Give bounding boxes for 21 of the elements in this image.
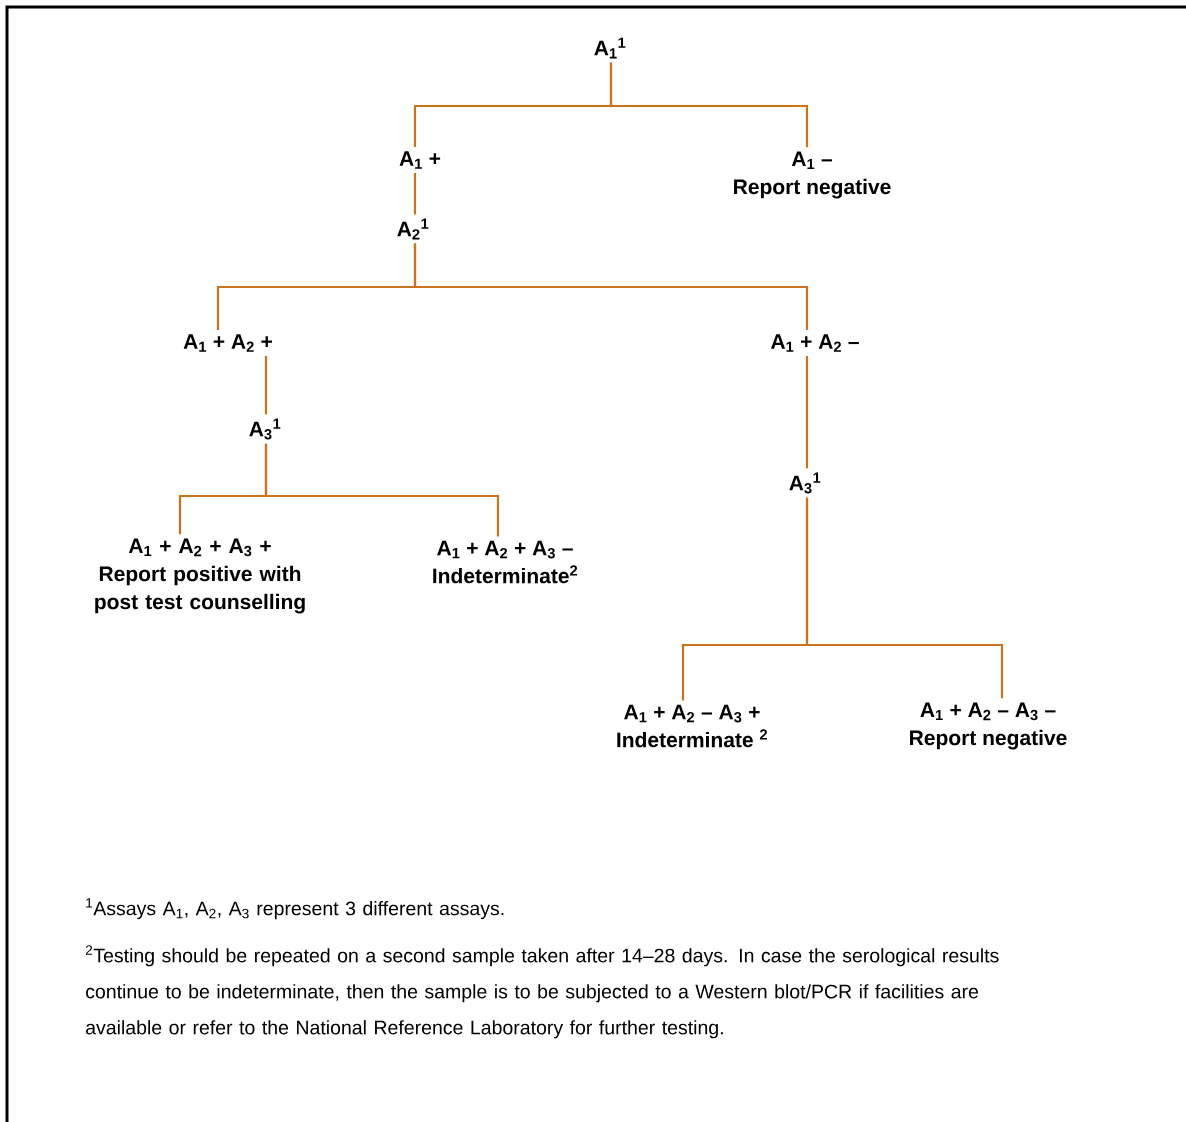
result-text: A$_{1}$ + A$_{2}$ – xyxy=(770,334,859,352)
footnote: $^{2}$Testing should be repeated on a second sample taken after 14–28 days. In case the serological results continue to be indeterminate, then the sample is to be subjected to a Western blot/PCR if facilities are available or refer to the National Reference Laboratory for further testing. xyxy=(85,945,999,1039)
result-text: A$_{3}$1 xyxy=(249,418,281,440)
result-text: A$_{1}$ + A$_{2}$ + A$_{3}$ – Indeterminate$^{2}$ xyxy=(433,540,578,584)
result-text: A$_{1}$ + xyxy=(399,151,441,169)
result-text: A$_{1}$ + A$_{2}$ + A$_{3}$ + Report positive with post test counselling xyxy=(95,538,305,614)
result-text: A$_{3}$1 xyxy=(789,472,821,494)
connector-line xyxy=(805,356,809,469)
result-text: A$_{1}$ + A$_{2}$ – A$_{3}$ + Indeterminate $^{2}$ xyxy=(617,704,768,748)
connector-line xyxy=(413,243,809,330)
result-text: A$_{1}$ + A$_{2}$ + xyxy=(183,334,272,352)
result-text: A$_{1}$ – Report negative xyxy=(734,151,891,199)
connector-line xyxy=(805,497,1004,699)
footnote: $^{1}$Assays A$_{1}$, A$_{2}$, A$_{3}$ represent 3 different assays. xyxy=(86,898,504,920)
result-text: A$_{2}$1 xyxy=(397,218,429,240)
result-text: A$_{1}$ + A$_{2}$ – A$_{3}$ – Report negative xyxy=(910,702,1067,750)
connector-line xyxy=(264,356,268,415)
connector-line xyxy=(413,173,417,215)
connector-line xyxy=(609,62,809,148)
result-text: A$_{1}$1 xyxy=(594,37,626,59)
connector-line xyxy=(264,443,500,537)
